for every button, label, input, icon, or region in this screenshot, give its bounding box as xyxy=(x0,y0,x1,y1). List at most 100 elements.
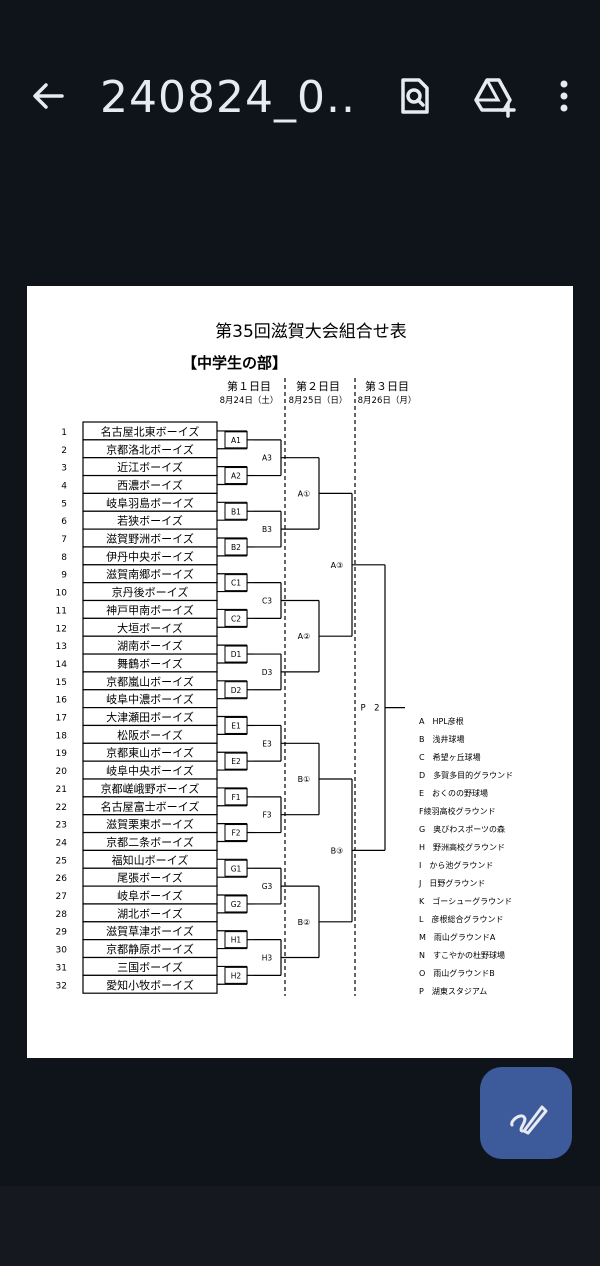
doc-title: 第35回滋賀大会組合せ表 xyxy=(215,322,407,342)
team-number: 20 xyxy=(56,767,68,777)
team-number: 11 xyxy=(56,606,67,616)
match-box xyxy=(224,895,248,913)
match-label: D2 xyxy=(231,686,242,695)
team-name: 京都嵯峨野ボーイズ xyxy=(101,781,200,795)
match-label: D1 xyxy=(231,650,242,659)
team-name: 尾張ボーイズ xyxy=(117,871,183,885)
team-number: 21 xyxy=(56,785,67,795)
team-name: 岐阜中央ボーイズ xyxy=(106,764,194,778)
team-name: 京都洛北ボーイズ xyxy=(106,442,194,456)
team-number: 29 xyxy=(56,928,68,938)
match-label: A① xyxy=(298,489,311,498)
team-number: 3 xyxy=(61,464,67,474)
match-box xyxy=(224,716,248,734)
venue-item: O 雨山グラウンドB xyxy=(419,968,495,978)
match-label: F3 xyxy=(262,811,271,820)
team-number: 24 xyxy=(56,838,68,848)
team-number: 25 xyxy=(56,856,67,866)
back-arrow-icon[interactable] xyxy=(28,76,68,116)
day-label: 第１日目 xyxy=(227,379,271,393)
team-number: 23 xyxy=(56,821,67,831)
venue-item: G 奥びわスポーツの森 xyxy=(419,824,505,834)
team-name: 愛知小牧ボーイズ xyxy=(106,978,194,992)
match-label: A3 xyxy=(262,454,272,463)
team-name: 三国ボーイズ xyxy=(117,960,183,974)
doc-section: 【中学生の部】 xyxy=(182,354,287,372)
match-label: B3 xyxy=(262,525,272,534)
more-vert-icon[interactable] xyxy=(542,74,586,118)
match-box xyxy=(224,431,248,449)
team-name: 名古屋富士ボーイズ xyxy=(101,799,200,813)
match-label: F2 xyxy=(231,829,240,838)
team-name: 名古屋北東ボーイズ xyxy=(101,424,200,438)
venue-item: B 浅井球場 xyxy=(419,734,465,744)
team-name: 大津瀬田ボーイズ xyxy=(106,710,194,724)
team-name: 岐阜中濃ボーイズ xyxy=(106,692,194,706)
team-name: 滋賀南郷ボーイズ xyxy=(106,567,194,581)
match-label: B② xyxy=(298,918,311,927)
search-doc-icon[interactable] xyxy=(393,74,437,118)
venue-item: K ゴーシューグラウンド xyxy=(419,896,512,906)
venue-item: I から池グラウンド xyxy=(419,860,493,870)
team-name: 神戸甲南ボーイズ xyxy=(106,603,194,617)
team-number: 32 xyxy=(56,981,67,991)
day-date: 8月26日（月） xyxy=(358,395,417,406)
team-number: 7 xyxy=(61,535,67,545)
match-box xyxy=(224,966,248,984)
team-number: 28 xyxy=(56,910,68,920)
venue-item: J 日野グラウンド xyxy=(418,878,485,888)
venue-item: A HPL彦根 xyxy=(419,716,464,726)
team-number: 6 xyxy=(61,517,67,527)
match-label: H3 xyxy=(262,954,273,963)
team-name: 湖南ボーイズ xyxy=(117,639,183,653)
bottom-navigation-area xyxy=(0,1186,600,1266)
team-name: 大垣ボーイズ xyxy=(117,621,183,635)
team-name: 京都東山ボーイズ xyxy=(106,746,194,760)
match-label: B2 xyxy=(231,543,241,552)
venue-item: D 多賀多目的グラウンド xyxy=(419,770,513,780)
match-label: G1 xyxy=(231,864,242,873)
team-number: 14 xyxy=(56,660,68,670)
match-label: E2 xyxy=(231,757,241,766)
day-date: 8月25日（日） xyxy=(289,395,348,406)
match-box xyxy=(224,538,248,556)
drive-add-icon[interactable] xyxy=(472,74,516,118)
day-label: 第３日目 xyxy=(365,379,409,393)
team-name: 滋賀草津ボーイズ xyxy=(106,924,194,938)
team-name: 京丹後ボーイズ xyxy=(112,585,189,599)
match-box xyxy=(224,502,248,520)
team-name: 舞鶴ボーイズ xyxy=(117,656,183,670)
match-label: A③ xyxy=(331,561,344,570)
day-date: 8月24日（土） xyxy=(220,395,279,406)
team-number: 15 xyxy=(56,678,67,688)
venue-item: E おくのの野球場 xyxy=(419,788,488,798)
match-label: E1 xyxy=(231,721,241,730)
team-name: 西濃ボーイズ xyxy=(117,478,183,492)
match-label: C3 xyxy=(262,597,272,606)
match-box xyxy=(224,931,248,949)
match-box xyxy=(224,574,248,592)
team-number: 18 xyxy=(56,731,68,741)
venue-item: P 湖東スタジアム xyxy=(419,986,487,996)
match-box xyxy=(224,467,248,485)
team-number: 17 xyxy=(56,714,67,724)
match-label: C1 xyxy=(231,579,241,588)
match-label: A1 xyxy=(231,436,241,445)
team-number: 9 xyxy=(61,571,67,581)
team-name: 若狭ボーイズ xyxy=(117,514,183,528)
team-name: 湖北ボーイズ xyxy=(117,906,183,920)
edit-fab-button[interactable] xyxy=(480,1067,572,1159)
team-number: 31 xyxy=(56,963,67,973)
team-name: 京都二条ボーイズ xyxy=(106,835,194,849)
team-name: 近江ボーイズ xyxy=(117,460,183,474)
venue-item: L 彦根総合グラウンド xyxy=(419,914,503,924)
match-box xyxy=(224,824,248,842)
team-name: 松阪ボーイズ xyxy=(117,728,183,742)
team-name: 京都嵐山ボーイズ xyxy=(106,674,194,688)
team-name: 岐阜羽島ボーイズ xyxy=(106,496,194,510)
document-title: 240824_0... xyxy=(100,72,360,123)
team-name: 伊丹中央ボーイズ xyxy=(106,549,194,563)
team-name: 岐阜ボーイズ xyxy=(117,889,183,903)
team-number: 1 xyxy=(61,428,67,438)
match-label: C2 xyxy=(231,614,241,623)
